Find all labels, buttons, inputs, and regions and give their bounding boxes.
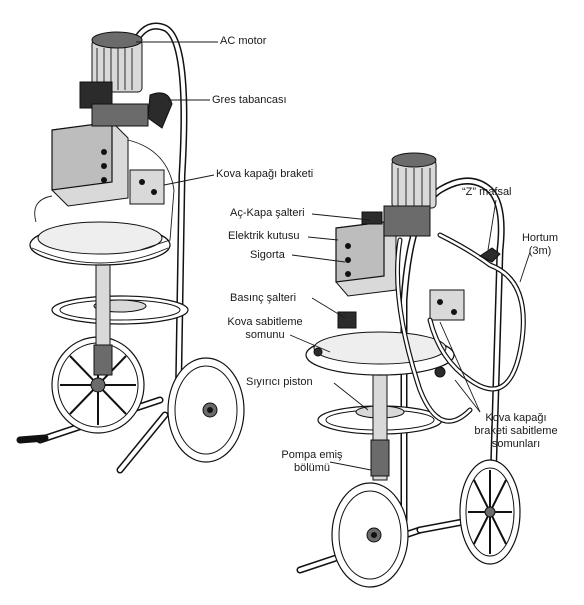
left-bracket: [129, 169, 165, 205]
label-wiper-piston: Sıyırıcı piston: [246, 376, 313, 388]
label-bracket-nuts-line3: somunları: [491, 438, 541, 450]
left-pump: [16, 22, 245, 474]
right-bracket: [429, 289, 465, 321]
label-grease-gun: Gres tabancası: [212, 94, 287, 106]
label-hose-line2: (3m): [528, 245, 552, 257]
label-on-off-switch: Aç-Kapa şalteri: [230, 207, 305, 219]
right-z-swivel: [479, 247, 501, 263]
left-grease-gun: [147, 92, 173, 129]
label-bracket-nuts-line2: braketi sabitleme: [474, 425, 558, 437]
label-bucket-lid-bracket: Kova kapağı braketi: [216, 168, 314, 180]
left-ac-motor: [79, 31, 149, 127]
right-electric-box: [335, 211, 397, 297]
right-front-wheel: [331, 482, 409, 588]
leader-lines: [136, 41, 531, 471]
label-pressure-switch: Basınç şalteri: [230, 292, 297, 304]
label-ac-motor: AC motor: [220, 35, 267, 47]
left-rear-wheel: [51, 336, 145, 434]
label-z-swivel: “Z” mafsal: [462, 186, 512, 198]
right-pump: [296, 152, 526, 588]
label-hose-line1: Hortum: [521, 232, 559, 244]
right-pressure-switch: [337, 311, 357, 329]
label-electric-box: Elektrik kutusu: [228, 230, 300, 242]
label-fuse: Sigorta: [250, 249, 285, 261]
label-pump-suction-line1: Pompa emiş: [281, 449, 343, 461]
left-electric-box: [51, 121, 129, 207]
label-bucket-fixing-nut-line2: somunu: [245, 329, 285, 341]
right-ac-motor: [383, 152, 437, 237]
right-rear-wheel: [459, 459, 521, 565]
left-front-wheel: [167, 357, 245, 463]
label-bucket-fixing-nut-line1: Kova sabitleme: [227, 316, 303, 328]
label-bracket-nuts-line1: Kova kapağı: [485, 412, 547, 424]
label-pump-suction-line2: bölümü: [293, 462, 331, 474]
